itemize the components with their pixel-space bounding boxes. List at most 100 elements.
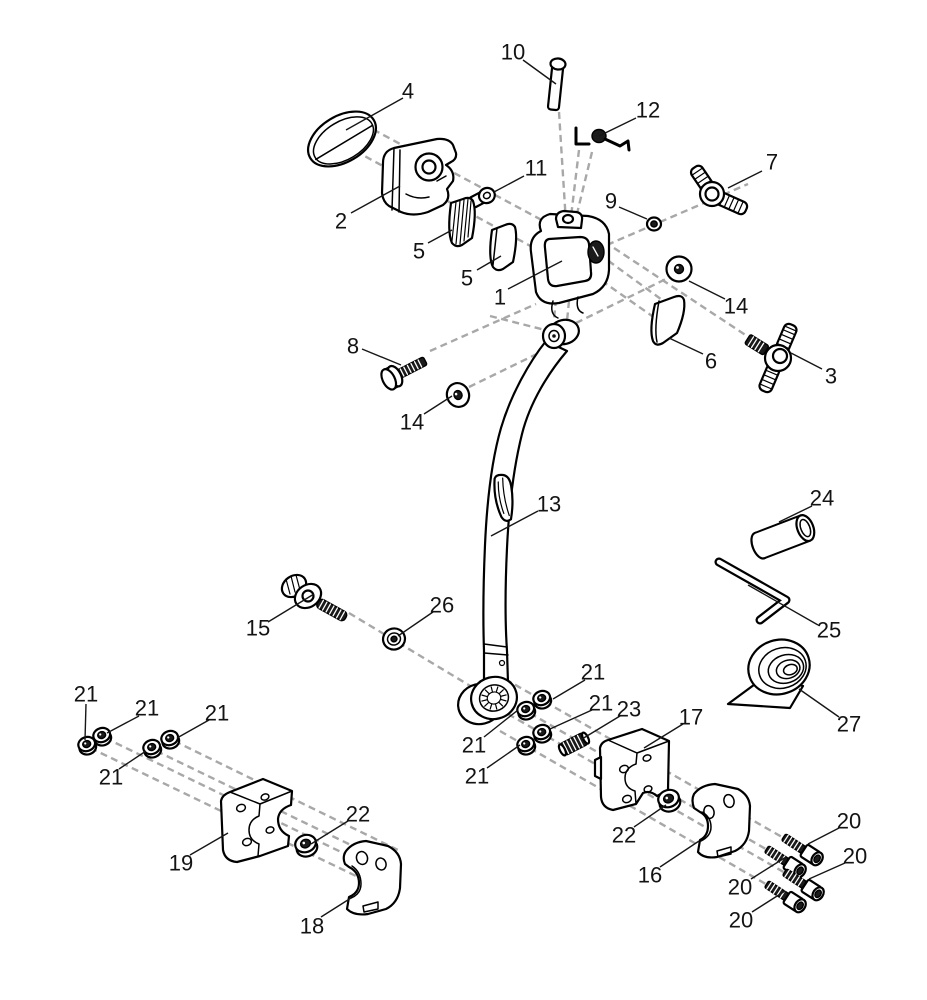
callout-label-21: 21 [462, 733, 486, 758]
callout-label-21: 21 [99, 765, 123, 790]
callout-label-17: 17 [679, 705, 703, 730]
callout-label-3: 3 [825, 364, 837, 389]
callout-label-21: 21 [581, 660, 605, 685]
callout-label-25: 25 [817, 618, 841, 643]
callout-label-2: 2 [335, 209, 347, 234]
part-14-washer-right [665, 255, 693, 283]
callout-label-21: 21 [74, 682, 98, 707]
part-13-lever-pivot-ring [541, 318, 580, 350]
callout-label-1: 1 [494, 285, 506, 310]
part-27-tape-roll [726, 638, 811, 710]
callout-leader-7 [727, 170, 763, 189]
callout-leader-5 [427, 229, 453, 244]
part-23-splined-bushing [557, 731, 591, 757]
callout-label-18: 18 [300, 914, 324, 939]
callout-label-22: 22 [346, 802, 370, 827]
callout-label-4: 4 [402, 79, 414, 104]
callout-leader-26 [397, 611, 434, 637]
part-25-hex-wrench [714, 557, 791, 625]
callout-leader-22 [633, 804, 667, 828]
callout-label-19: 19 [169, 851, 193, 876]
callout-leader-20 [751, 890, 786, 913]
callout-leader-20 [750, 856, 787, 880]
callout-leader-21 [483, 709, 519, 738]
callout-leader-24 [778, 505, 813, 523]
callout-leader-17 [643, 723, 684, 749]
part-9-nut [645, 216, 663, 232]
callout-leader-20 [808, 862, 846, 880]
callout-label-22: 22 [612, 823, 636, 848]
callout-leader-14 [688, 280, 726, 300]
callout-leader-10 [522, 59, 557, 85]
part-5-serrated-plate [448, 196, 476, 248]
callout-leader-22 [310, 820, 349, 845]
part-20-bolt [764, 880, 807, 914]
callout-label-27: 27 [837, 712, 861, 737]
part-4-cover-plate [307, 110, 377, 168]
part-18-clamp-outer [342, 839, 403, 916]
callout-leader-5 [476, 255, 502, 271]
part-21-nut [516, 700, 537, 721]
callout-label-23: 23 [617, 697, 641, 722]
part-22-nut [657, 788, 682, 813]
callout-label-5: 5 [461, 266, 473, 291]
callout-leader-8 [361, 348, 402, 366]
callout-leader-6 [668, 337, 704, 355]
callout-leader-25 [747, 584, 819, 626]
callout-label-21: 21 [589, 691, 613, 716]
part-8-bolt [380, 356, 428, 391]
callout-leader-3 [790, 352, 823, 370]
callout-leader-21 [549, 709, 593, 730]
part-21-nut [532, 689, 553, 710]
callout-leader-21 [84, 703, 87, 741]
callout-leader-1 [507, 260, 563, 290]
part-5-plain-plate [489, 222, 518, 272]
part-21-nut [160, 729, 181, 750]
callout-label-21: 21 [465, 764, 489, 789]
part-22-nut [294, 833, 319, 858]
part-21-nut [532, 723, 553, 744]
callout-label-10: 10 [501, 40, 525, 65]
callout-leader-21 [486, 744, 521, 769]
callout-label-6: 6 [705, 349, 717, 374]
callout-label-20: 20 [729, 908, 753, 933]
part-16-clamp-outer [691, 782, 752, 859]
part-20-bolt [782, 868, 825, 902]
callout-label-7: 7 [766, 150, 778, 175]
callout-label-12: 12 [636, 98, 660, 123]
callout-leader-13 [490, 510, 539, 537]
callout-label-8: 8 [347, 334, 359, 359]
part-20-bolt [781, 833, 824, 867]
part-19-clamp-inner [219, 777, 294, 864]
part-17-clamp-inner [593, 727, 671, 812]
callout-leader-18 [320, 897, 352, 918]
callout-label-20: 20 [837, 809, 861, 834]
callout-label-9: 9 [605, 189, 617, 214]
callout-label-16: 16 [638, 863, 662, 888]
part-6-pad [650, 294, 686, 346]
callout-label-20: 20 [728, 875, 752, 900]
part-13-lever-boss [457, 675, 518, 726]
part-21-nut [516, 735, 537, 756]
callout-leader-19 [189, 832, 229, 856]
part-24-tube [750, 514, 816, 560]
callout-leader-20 [807, 827, 840, 845]
callout-leader-2 [350, 185, 401, 214]
callout-leader-21 [106, 715, 140, 734]
callout-leader-9 [618, 206, 648, 220]
part-21-nut [92, 726, 113, 747]
part-21-nut [142, 738, 163, 759]
part-1-body [529, 209, 611, 319]
part-15-adjusting-bolt [280, 573, 348, 622]
part-26-washer [381, 627, 407, 651]
callout-label-21: 21 [135, 696, 159, 721]
callout-label-5: 5 [413, 239, 425, 264]
callout-label-20: 20 [843, 844, 867, 869]
part-14-washer-left [445, 382, 471, 408]
part-10-pivot-pin [546, 57, 567, 112]
callout-label-26: 26 [430, 593, 454, 618]
part-21-nut [77, 735, 98, 756]
